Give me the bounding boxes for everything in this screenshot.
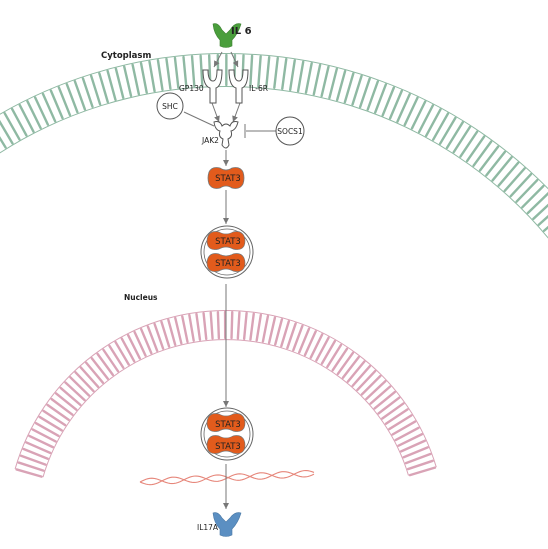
ligand-label: IL 6	[231, 26, 252, 37]
pathway-arrows	[183, 51, 276, 509]
cell-membrane	[0, 53, 548, 239]
stat3-dimer-nucleus: STAT3 STAT3	[200, 407, 254, 461]
dimer-top-label: STAT3	[215, 237, 241, 247]
cytoplasm-label: Cytoplasm	[101, 51, 151, 61]
il6-ligand-icon	[212, 23, 242, 48]
shc-node	[156, 92, 184, 120]
dimer-bottom-label: STAT3	[215, 259, 241, 269]
nucleus-label: Nucleus	[124, 293, 158, 302]
dna-strand	[139, 469, 315, 486]
jak2-kinase-icon	[213, 121, 239, 149]
il6r-label: IL-6R	[249, 84, 268, 93]
stat3-dimer-cytoplasm: STAT3 STAT3	[200, 225, 254, 279]
stat3-monomer: STAT3	[207, 167, 245, 189]
nuclear-dimer-top-label: STAT3	[215, 420, 241, 430]
arrow-il6r-to-jak2	[232, 102, 241, 123]
arrow-ligand-to-gp130	[213, 51, 223, 68]
il17a-label: IL17A	[197, 523, 219, 532]
shc-to-jak2-link	[183, 111, 215, 127]
nuclear-dimer-bottom-label: STAT3	[215, 442, 241, 452]
il17a-output-icon	[212, 512, 242, 537]
nuclear-membrane	[14, 309, 437, 478]
shc-label: SHC	[162, 102, 178, 111]
socs1-node	[275, 116, 305, 146]
arrow-ligand-to-il6r	[230, 51, 239, 68]
stat3-monomer-label: STAT3	[215, 174, 241, 184]
jak2-label: JAK2	[201, 136, 219, 145]
socs1-label: SOCS1	[277, 127, 303, 136]
il6r-receptor-icon	[228, 69, 249, 104]
arrow-gp130-to-jak2	[211, 102, 220, 123]
gp130-label: GP130	[179, 84, 204, 93]
gp130-receptor-icon	[202, 69, 223, 104]
